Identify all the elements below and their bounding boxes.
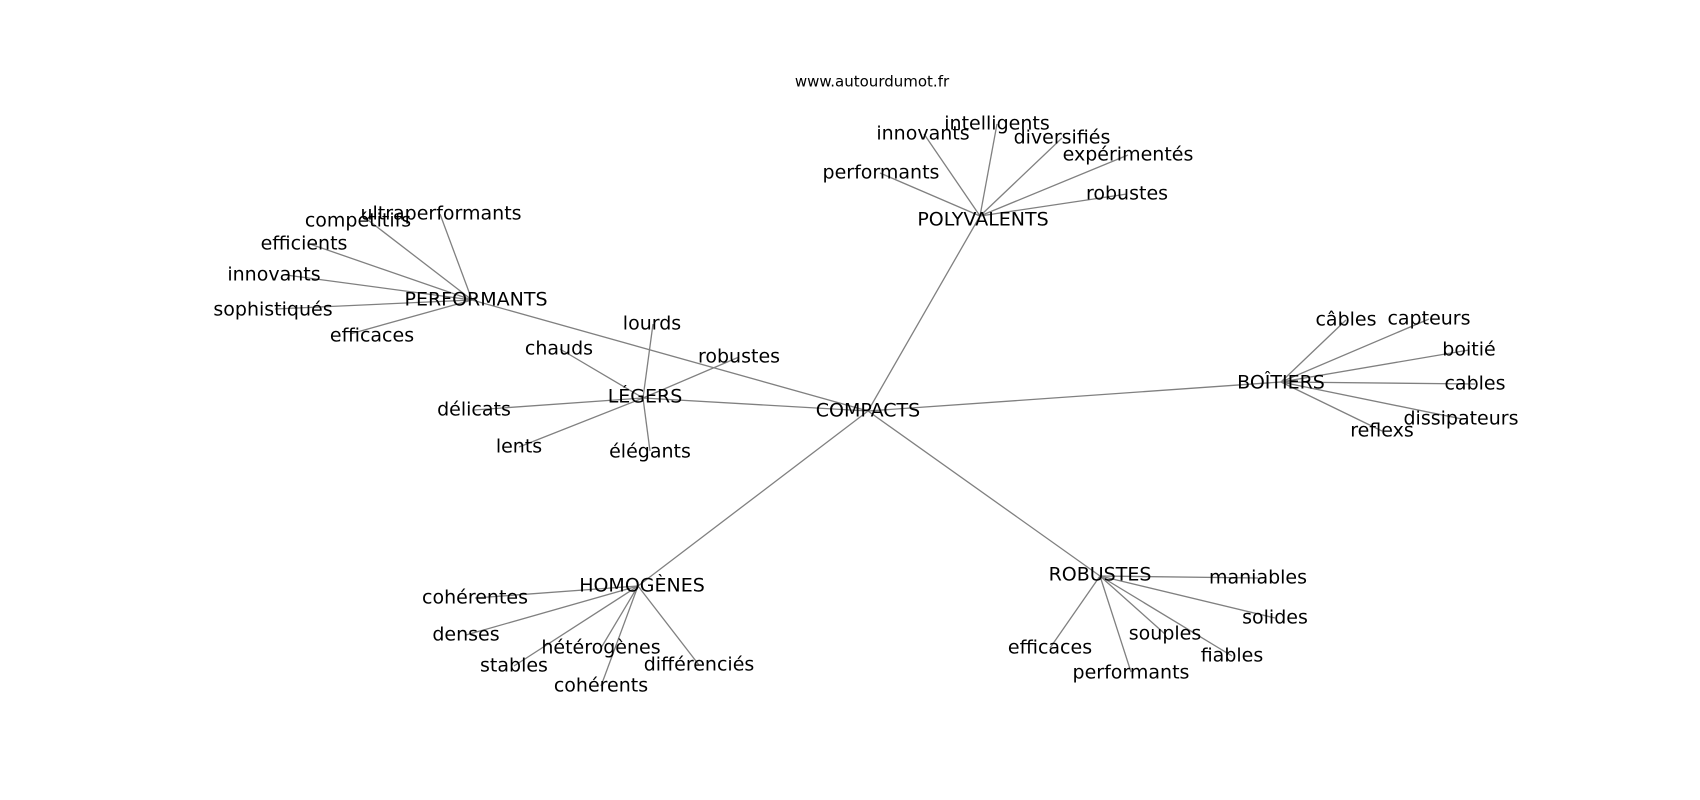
edge-robustes-souples: [1099, 575, 1166, 635]
leaf-word-performants-innovants[interactable]: innovants: [227, 264, 320, 286]
edge-legers-lourds: [642, 323, 654, 399]
edge-homogenes-coherentes: [474, 585, 639, 599]
edge-center-homogenes: [637, 410, 869, 587]
edge-legers-robustes: [642, 356, 740, 399]
edge-boitiers-cables: [1280, 381, 1476, 385]
leaf-word-boitiers-capteurs[interactable]: capteurs: [1387, 308, 1470, 330]
leaf-word-performants-efficaces[interactable]: efficaces: [330, 325, 414, 347]
leaf-word-polyvalents-performants[interactable]: performants: [823, 162, 940, 184]
leaf-word-boitiers-reflexs[interactable]: reflexs: [1350, 420, 1414, 442]
edge-center-robustes: [867, 410, 1101, 577]
edge-performants-efficaces: [349, 299, 473, 335]
leaf-word-robustes-maniables[interactable]: maniables: [1209, 567, 1307, 589]
leaf-word-boitiers-cables-accent[interactable]: câbles: [1315, 309, 1376, 331]
leaf-word-homogenes-heterogenes[interactable]: hétérogènes: [541, 637, 660, 659]
leaf-word-homogenes-coherents[interactable]: cohérents: [554, 675, 648, 697]
edge-center-legers: [642, 397, 869, 412]
cluster-word-homogenes[interactable]: HOMOGÈNES: [579, 574, 705, 597]
leaf-word-boitiers-boitie[interactable]: boitié: [1442, 339, 1495, 361]
edge-legers-lents: [518, 397, 644, 448]
leaf-word-legers-lents[interactable]: lents: [496, 436, 542, 458]
leaf-word-homogenes-stables[interactable]: stables: [480, 655, 548, 677]
edge-legers-elegants: [642, 397, 651, 452]
cluster-word-robustes[interactable]: ROBUSTES: [1049, 564, 1152, 586]
center-word[interactable]: COMPACTS: [816, 400, 920, 422]
edge-boitiers-reflexs: [1280, 381, 1383, 432]
edge-robustes-performants: [1099, 575, 1132, 673]
edge-performants-competitifs: [367, 219, 473, 301]
edge-polyvalents-intelligents: [979, 123, 998, 217]
edge-performants-sophistiques: [274, 299, 473, 310]
leaf-word-performants-efficients[interactable]: efficients: [261, 233, 348, 255]
leaf-word-polyvalents-innovants[interactable]: innovants: [876, 123, 969, 145]
leaf-word-legers-elegants[interactable]: élégants: [609, 441, 691, 463]
leaf-word-performants-sophistiques[interactable]: sophistiqués: [213, 299, 332, 321]
edge-performants-ultraperformants: [439, 213, 473, 301]
edge-boitiers-capteurs: [1280, 318, 1430, 383]
edge-boitiers-boitie: [1280, 349, 1470, 383]
edge-homogenes-heterogenes: [600, 585, 639, 649]
edge-performants-efficients: [309, 243, 473, 301]
leaf-word-robustes-solides[interactable]: solides: [1242, 607, 1308, 629]
edge-legers-chauds: [559, 348, 644, 399]
leaf-word-legers-delicats[interactable]: délicats: [437, 399, 511, 421]
leaf-word-boitiers-cables[interactable]: cables: [1444, 373, 1505, 395]
cluster-word-performants[interactable]: PERFORMANTS: [404, 289, 547, 311]
edge-center-polyvalents: [867, 215, 981, 412]
leaf-word-robustes-performants[interactable]: performants: [1073, 662, 1190, 684]
graph-edges: [274, 123, 1476, 687]
leaf-word-robustes-souples[interactable]: souples: [1129, 623, 1202, 645]
edge-robustes-efficaces: [1049, 575, 1101, 649]
leaf-word-robustes-efficaces[interactable]: efficaces: [1008, 637, 1092, 659]
leaf-word-polyvalents-robustes[interactable]: robustes: [1086, 183, 1168, 205]
edge-polyvalents-robustes: [979, 193, 1128, 217]
edge-robustes-maniables: [1099, 575, 1259, 579]
cluster-word-polyvalents[interactable]: POLYVALENTS: [917, 209, 1048, 231]
edge-boitiers-dissipateurs: [1280, 381, 1463, 420]
edge-homogenes-denses: [465, 585, 639, 636]
leaf-word-legers-chauds[interactable]: chauds: [525, 338, 593, 360]
leaf-word-performants-ultraperformants[interactable]: ultraperformants: [360, 203, 521, 225]
edge-legers-delicats: [473, 397, 644, 411]
leaf-word-legers-lourds[interactable]: lourds: [623, 313, 681, 335]
edge-boitiers-cables-accent: [1280, 319, 1347, 383]
leaf-word-homogenes-differencies[interactable]: différenciés: [644, 654, 755, 676]
edge-center-performants: [471, 299, 869, 412]
edge-homogenes-differencies: [637, 585, 700, 666]
edge-polyvalents-innovants: [923, 133, 981, 217]
edge-performants-innovants: [285, 274, 473, 301]
edge-polyvalents-performants: [879, 172, 981, 217]
leaf-word-polyvalents-intelligents[interactable]: intelligents: [944, 113, 1049, 135]
cluster-word-legers[interactable]: LÉGERS: [608, 385, 683, 408]
edge-robustes-solides: [1099, 575, 1276, 619]
edge-polyvalents-experimentes: [979, 154, 1129, 217]
leaf-word-boitiers-dissipateurs[interactable]: dissipateurs: [1403, 408, 1518, 430]
leaf-word-polyvalents-diversifies[interactable]: diversifiés: [1014, 127, 1111, 149]
leaf-word-robustes-fiables[interactable]: fiables: [1201, 645, 1264, 667]
edge-center-boitiers: [867, 381, 1282, 412]
leaf-word-homogenes-coherentes[interactable]: cohérentes: [422, 587, 528, 609]
leaf-word-homogenes-denses[interactable]: denses: [432, 624, 499, 646]
edge-polyvalents-diversifies: [979, 137, 1063, 217]
edge-robustes-fiables: [1099, 575, 1233, 657]
edge-homogenes-stables: [513, 585, 639, 667]
cluster-word-boitiers[interactable]: BOÎTIERS: [1237, 371, 1325, 394]
edge-homogenes-coherents: [600, 585, 639, 687]
leaf-word-polyvalents-experimentes[interactable]: expérimentés: [1063, 144, 1194, 166]
source-watermark: www.autourdumot.fr: [795, 73, 950, 91]
leaf-word-performants-competitifs[interactable]: compétitifs: [305, 210, 411, 232]
leaf-word-legers-robustes[interactable]: robustes: [698, 346, 780, 368]
